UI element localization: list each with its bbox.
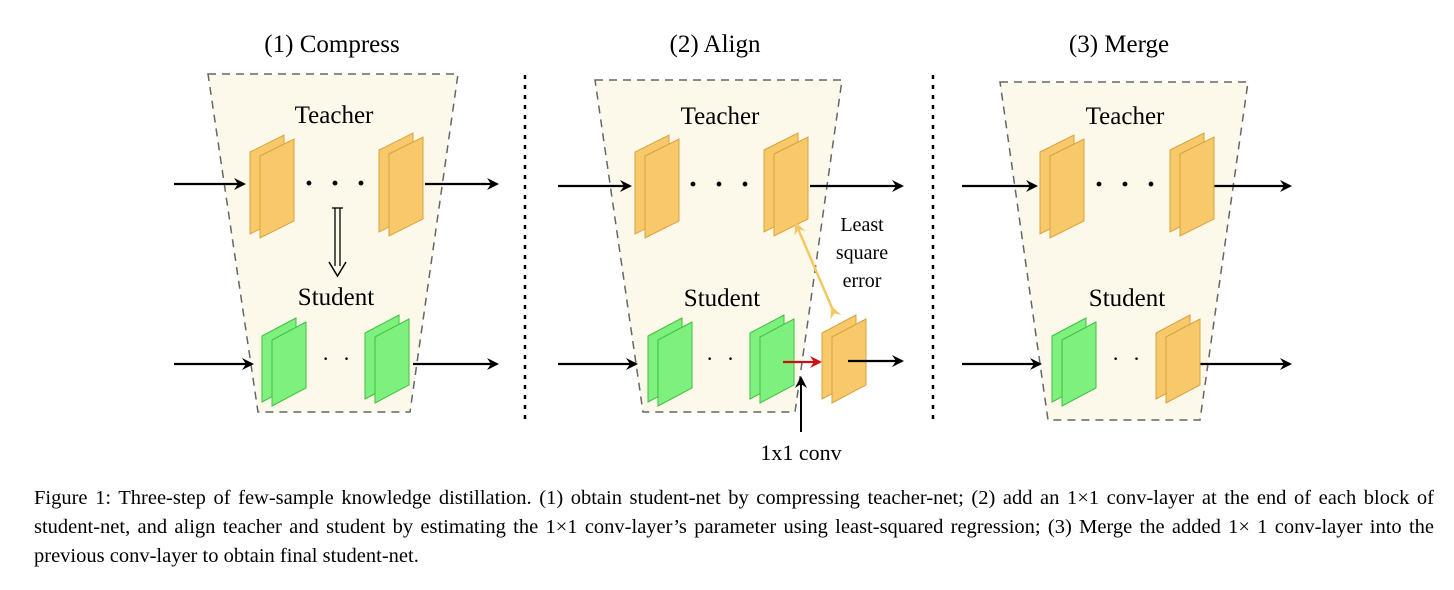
layer-stack-icon [763,132,809,237]
panel-title: (1) Compress [264,31,399,58]
panel-merge: (3) Merge Teacher · · · Student · · · [962,31,1292,421]
layer-stack-icon [261,317,307,407]
layer-stack-icon [249,134,295,239]
ellipsis: · · · [706,346,759,371]
panel-title: (2) Align [670,31,761,58]
layer-stack-icon [364,314,410,404]
layer-stack-icon [647,317,693,407]
layer-stack-icon [1051,317,1097,407]
conv-label: 1x1 conv [760,440,841,465]
figure-caption: Figure 1: Three-step of few-sample knowl… [34,487,1434,567]
knowledge-distillation-diagram: (1) Compress Teacher · · · Student [174,31,1292,465]
layer-stack-icon [1169,132,1215,237]
ellipsis: · [330,167,346,200]
ellipsis: · [1094,168,1110,201]
layer-stack-icon [1039,134,1085,239]
error-label: error [843,270,882,292]
teacher-label: Teacher [681,103,760,130]
layer-stack-icon [634,134,680,239]
ellipsis: · [1120,168,1136,201]
ellipsis: · · · [1112,346,1165,371]
layer-stack-icon [749,314,795,404]
student-label: Student [684,285,760,312]
ellipsis: · · · [322,346,375,371]
layer-stack-icon [821,314,867,404]
arrow-down-icon [328,207,347,278]
layer-stack-icon [378,132,424,237]
error-arrow [794,222,842,320]
error-label: Least [840,214,884,236]
ellipsis: · [356,167,372,200]
ellipsis: · [740,168,756,201]
ellipsis: · [688,168,704,201]
teacher-label: Teacher [1086,103,1165,130]
error-label: square [836,242,888,264]
panel-title: (3) Merge [1069,31,1169,58]
panel-align: (2) Align Teacher · · · Student · · · [558,31,904,465]
ellipsis: · [304,167,320,200]
student-label: Student [1089,285,1165,312]
student-label: Student [298,284,374,311]
ellipsis: · [714,168,730,201]
panel-compress: (1) Compress Teacher · · · Student [174,31,499,413]
layer-stack-icon [1155,314,1201,404]
teacher-label: Teacher [295,102,374,129]
ellipsis: · [1146,168,1162,201]
